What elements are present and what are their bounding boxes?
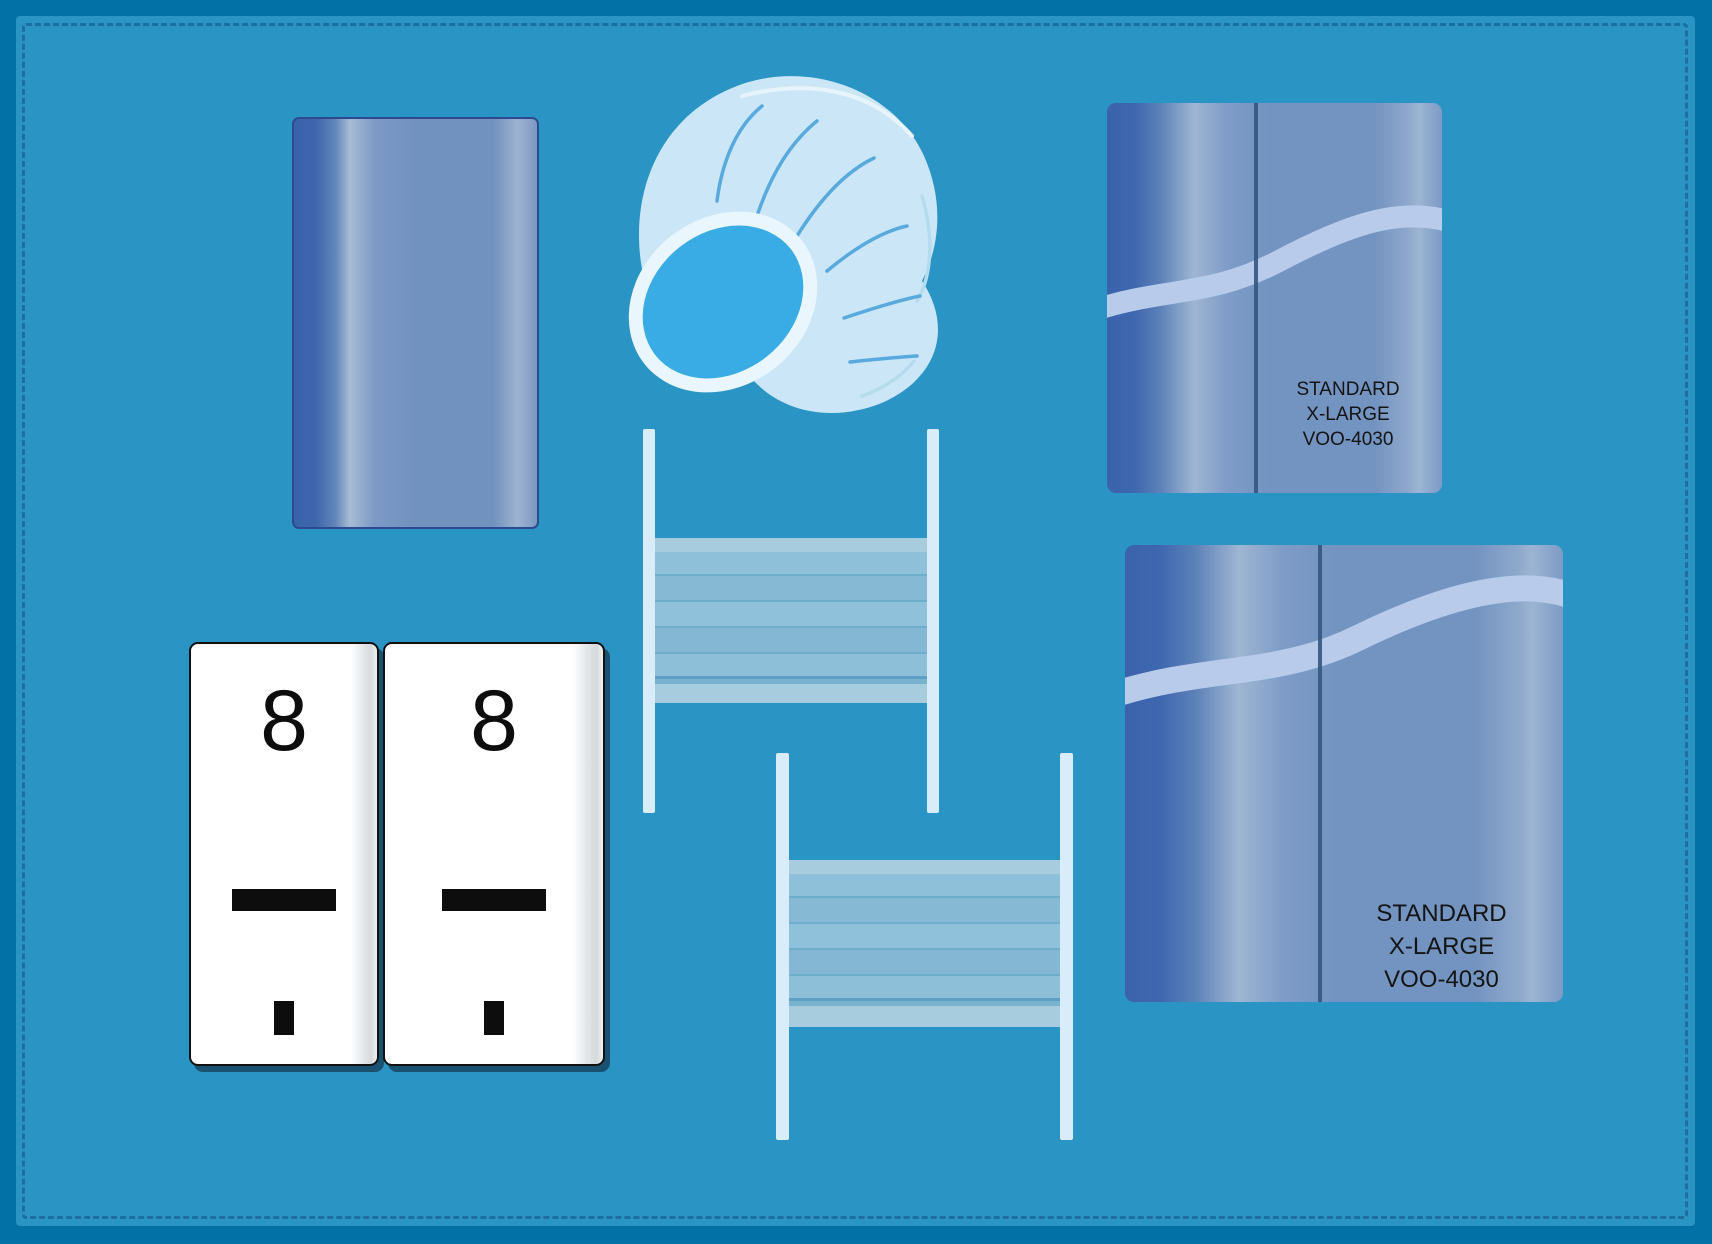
- package-label: STANDARD X-LARGE VOO-4030: [1254, 377, 1442, 452]
- package-label-line: VOO-4030: [1302, 429, 1394, 450]
- package-label-line: STANDARD: [1296, 379, 1400, 400]
- package-stripe-icon: [1125, 575, 1563, 705]
- package-label-line: VOO-4030: [1384, 966, 1499, 993]
- package-fold-line: [1317, 545, 1322, 1002]
- supply-package-top: STANDARD X-LARGE VOO-4030: [1107, 103, 1442, 493]
- package-label-line: STANDARD: [1376, 900, 1507, 927]
- package-label-line: X-LARGE: [1306, 404, 1390, 425]
- card-number: 8: [260, 673, 308, 769]
- bouffant-cap-icon: [628, 76, 938, 414]
- package-fold-line: [1254, 103, 1259, 493]
- size-card: 8: [189, 642, 379, 1066]
- bandage-roll: [655, 538, 927, 703]
- card-number: 8: [470, 673, 518, 769]
- card-tick-mark: [484, 1001, 504, 1035]
- card-tick-mark: [274, 1001, 294, 1035]
- package-stripe-icon: [1107, 205, 1442, 318]
- size-card: 8: [383, 642, 605, 1066]
- card-minus-bar: [232, 889, 336, 911]
- spool-left-bar: [776, 753, 789, 1140]
- bouffant-cap: [622, 66, 944, 418]
- bandage-roll: [789, 860, 1060, 1027]
- package-label-line: X-LARGE: [1388, 933, 1495, 960]
- card-minus-bar: [442, 889, 546, 911]
- spool-left-bar: [643, 429, 655, 813]
- supply-package-bottom: STANDARD X-LARGE VOO-4030: [1125, 545, 1563, 1002]
- package-label: STANDARD X-LARGE VOO-4030: [1320, 897, 1563, 996]
- folded-drape: [292, 117, 539, 529]
- spool-right-bar: [1060, 753, 1073, 1140]
- spool-right-bar: [927, 429, 939, 813]
